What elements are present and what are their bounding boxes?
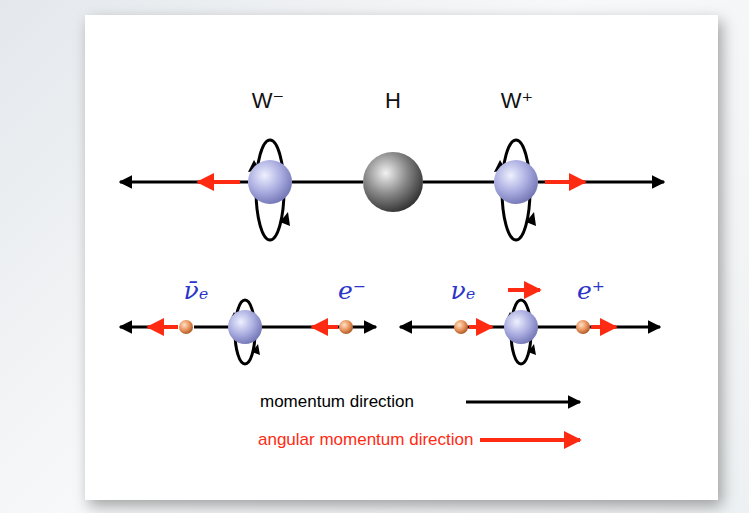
momentum-arrow — [538, 181, 664, 184]
momentum-line — [194, 326, 353, 329]
particle-label: W⁻ — [252, 88, 284, 114]
spin-arrow — [312, 325, 338, 329]
lepton-node — [453, 319, 469, 335]
particle-label: e⁻ — [338, 276, 366, 305]
card-panel — [85, 15, 718, 500]
momentum-line — [453, 326, 630, 329]
sphere-shape — [363, 152, 423, 212]
particle-label: ν̄ₑ — [184, 276, 209, 305]
rotation-head — [526, 212, 536, 226]
spin-arrow — [508, 288, 540, 292]
w-boson-node — [248, 160, 292, 204]
lepton-ball — [454, 320, 468, 334]
spin-arrow — [545, 180, 585, 184]
spin-arrow — [198, 180, 240, 184]
decay-line — [423, 181, 494, 184]
particle-label: νₑ — [451, 276, 476, 305]
momentum-arrow — [353, 326, 376, 329]
spin-arrow — [591, 325, 616, 329]
spin-arrow — [148, 325, 178, 329]
rotation-head — [252, 344, 260, 355]
lepton-node — [575, 319, 591, 335]
legend-sample — [466, 401, 580, 404]
w-boson-sphere — [228, 310, 262, 344]
decay-line — [292, 181, 363, 184]
rotation-head — [280, 212, 290, 226]
legend-text: angular momentum direction — [258, 430, 473, 450]
lepton-node — [178, 319, 194, 335]
spin-arrow — [469, 325, 492, 329]
momentum-arrow — [400, 326, 453, 329]
w-boson-node — [494, 160, 538, 204]
w-boson-sphere — [504, 310, 538, 344]
particle-label: H — [385, 88, 401, 114]
momentum-arrow — [120, 181, 248, 184]
momentum-arrow — [120, 326, 178, 329]
rotation-head — [528, 344, 536, 355]
particle-label: W⁺ — [501, 88, 533, 114]
higgs-node — [363, 152, 423, 212]
sphere-shape — [494, 160, 538, 204]
legend-text: momentum direction — [260, 392, 414, 412]
lepton-ball — [179, 320, 193, 334]
momentum-arrow — [630, 326, 660, 329]
sphere-shape — [248, 160, 292, 204]
lepton-node — [338, 319, 354, 335]
lepton-ball — [339, 320, 353, 334]
legend-sample — [480, 438, 580, 442]
particle-label: e⁺ — [577, 276, 605, 305]
lepton-ball — [576, 320, 590, 334]
